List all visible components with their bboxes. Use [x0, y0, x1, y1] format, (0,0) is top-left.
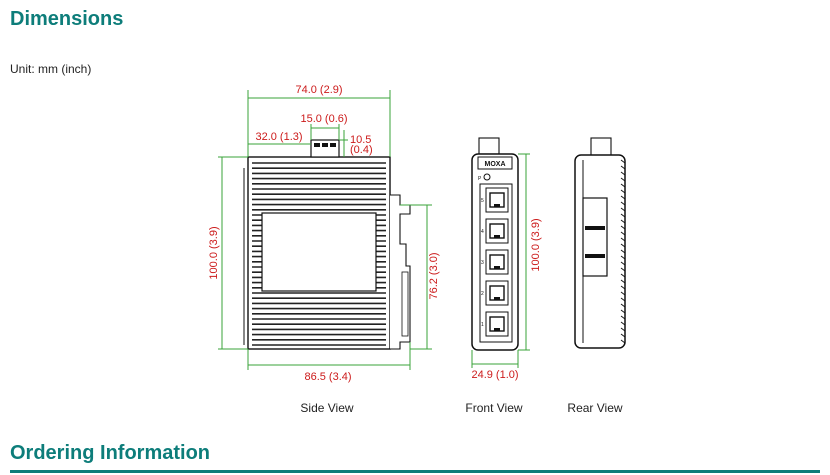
front-view: MOXA P 5 4 3 2 1 100.0 (3.9) 24.9 (1.0) Fron…: [465, 137, 542, 415]
dim-depth: 86.5 (3.4): [304, 371, 351, 383]
rear-view-label: Rear View: [567, 401, 622, 415]
rear-rib: [620, 261, 626, 266]
rail-latch: [585, 254, 605, 258]
terminal-connector: [310, 139, 340, 158]
rj45-clip: [494, 328, 500, 331]
rear-rib: [620, 327, 626, 332]
dim-front-height: 100.0 (3.9): [530, 218, 542, 271]
label-panel: [261, 212, 377, 292]
ethernet-port: [485, 187, 509, 213]
rear-rib: [620, 195, 626, 200]
rear-rib: [620, 333, 626, 338]
rear-rib: [620, 243, 626, 248]
power-led-icon: [483, 173, 491, 181]
brand-plate: [477, 156, 513, 170]
side-view-label: Side View: [300, 401, 353, 415]
rear-rib: [620, 225, 626, 230]
rj45-clip: [494, 235, 500, 238]
ethernet-port: [485, 280, 509, 306]
brand-logo: MOXA: [485, 161, 506, 168]
terminal-pin: [330, 143, 336, 147]
port-number: 3: [481, 260, 484, 266]
rear-rib: [620, 213, 626, 218]
rear-rib: [620, 237, 626, 242]
port-number: 2: [481, 291, 484, 297]
rear-rib: [620, 291, 626, 296]
din-rail-mount: [582, 197, 608, 277]
rj45-clip: [494, 297, 500, 300]
terminal-pin: [322, 143, 328, 147]
ethernet-port: [485, 218, 509, 244]
power-label: P: [478, 176, 482, 182]
port-number: 5: [481, 198, 484, 204]
rear-rib: [620, 177, 626, 182]
section-divider: [10, 470, 820, 473]
rear-rib: [620, 315, 626, 320]
rear-rib: [620, 207, 626, 212]
rear-rib: [620, 219, 626, 224]
rear-rib: [620, 159, 626, 164]
rear-rib: [620, 165, 626, 170]
rear-rib: [620, 297, 626, 302]
dim-connector-height: 10.5: [350, 134, 371, 146]
rear-view: Rear View: [567, 137, 626, 415]
rear-rib: [620, 279, 626, 284]
rear-rib: [620, 255, 626, 260]
rj45-clip: [494, 266, 500, 269]
rear-rib: [620, 189, 626, 194]
dim-rail-height: 76.2 (3.0): [428, 252, 440, 299]
rear-rib: [620, 249, 626, 254]
front-view-label: Front View: [465, 401, 522, 415]
dim-top-width: 74.0 (2.9): [295, 84, 342, 96]
dim-side-height: 100.0 (3.9): [208, 226, 220, 279]
section-title-dimensions: Dimensions: [10, 8, 124, 30]
dim-front-width: 24.9 (1.0): [471, 369, 518, 381]
section-title-ordering: Ordering Information: [10, 442, 210, 464]
rear-rib: [620, 309, 626, 314]
rear-rib: [620, 171, 626, 176]
rj45-clip: [494, 204, 500, 207]
port-number: 1: [481, 322, 484, 328]
din-rail-slot: [401, 271, 409, 337]
ethernet-ports: 5 4 3 2 1: [481, 187, 509, 337]
port-number: 4: [481, 229, 484, 235]
rear-ribs: [620, 159, 626, 344]
rear-rib: [620, 183, 626, 188]
ethernet-port: [485, 311, 509, 337]
dim-connector-width: 15.0 (0.6): [300, 113, 347, 125]
terminal-pin: [314, 143, 320, 147]
rear-rib: [620, 201, 626, 206]
rail-latch: [585, 226, 605, 230]
rear-rib: [620, 273, 626, 278]
front-connector: [478, 137, 500, 155]
rear-rib: [620, 321, 626, 326]
rear-connector: [590, 137, 612, 157]
unit-note: Unit: mm (inch): [10, 62, 92, 76]
dim-connector-offset: 32.0 (1.3): [255, 131, 302, 143]
ethernet-port: [485, 249, 509, 275]
rear-rib: [620, 231, 626, 236]
rear-rib: [620, 303, 626, 308]
dim-connector-height-inch: (0.4): [350, 144, 373, 156]
rear-rib: [620, 267, 626, 272]
rear-rib: [620, 285, 626, 290]
side-view: 74.0 (2.9) 15.0 (0.6) 32.0 (1.3) 10.5 (0…: [208, 84, 440, 415]
rear-rib: [620, 339, 626, 344]
